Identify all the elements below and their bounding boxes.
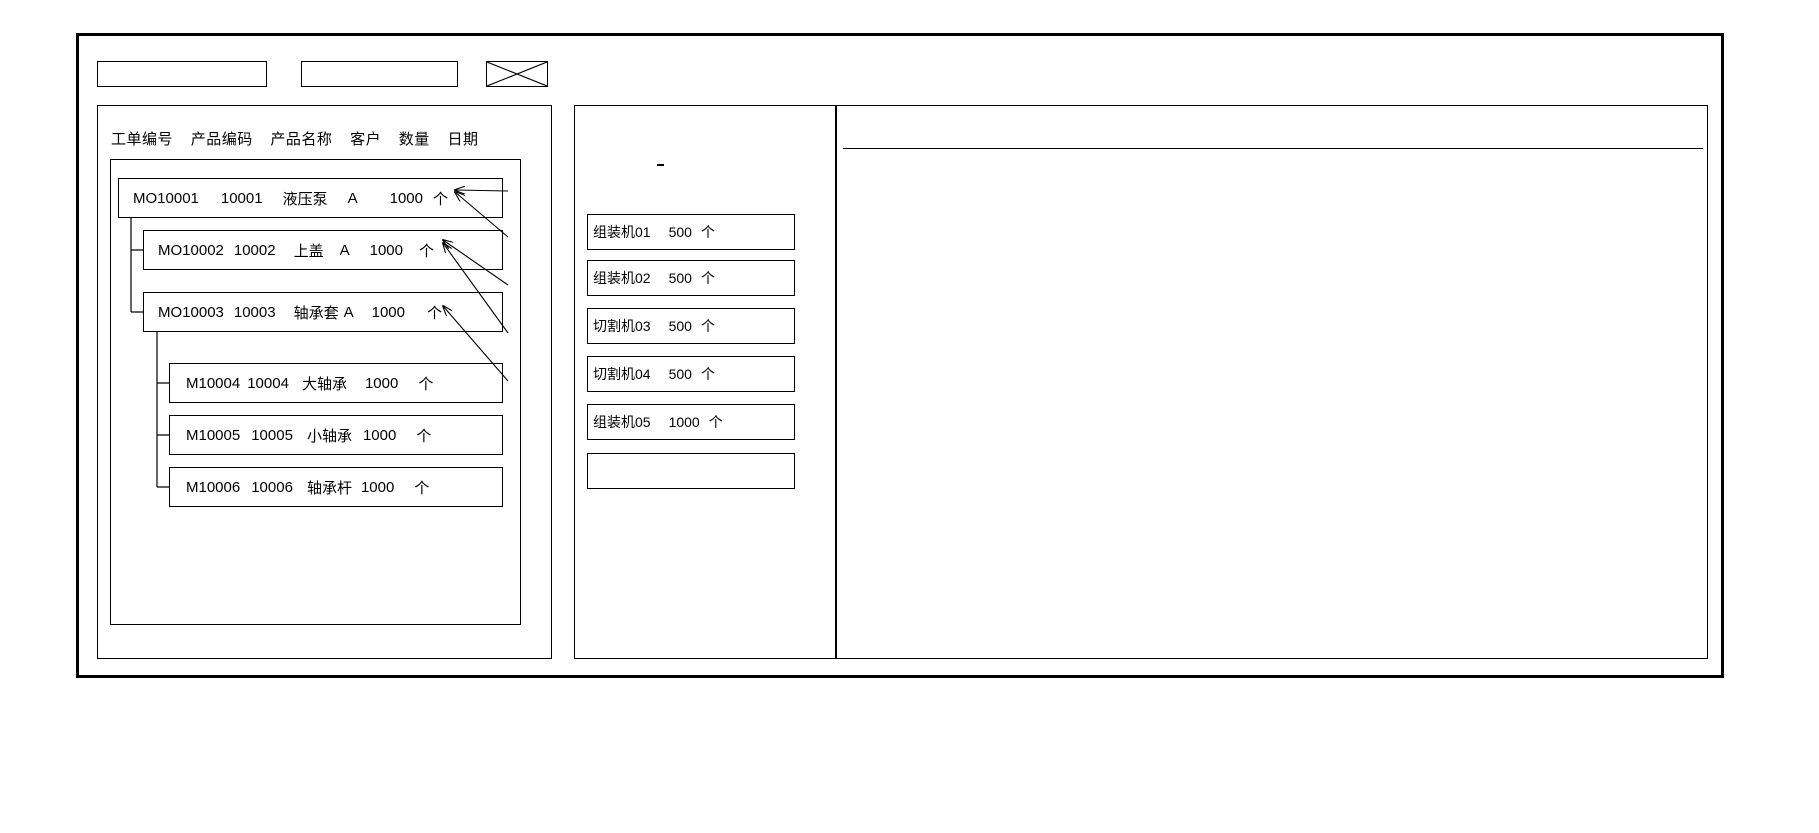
machine-row[interactable]: 组装机02 500 个 (587, 260, 795, 296)
machine-name: 组装机05 (593, 414, 651, 430)
work-order-row[interactable]: M10004 10004 大轴承 1000 个 (169, 363, 503, 403)
cell-customer: A (343, 303, 354, 321)
machine-quantity: 1000 (668, 414, 700, 430)
machine-quantity: 500 (668, 318, 692, 334)
cell-product-code: 10004 (247, 374, 289, 392)
cell-product-code: 10001 (220, 189, 263, 207)
machine-row[interactable]: 切割机04 500 个 (587, 356, 795, 392)
work-order-tree-container: MO10001 10001 液压泵 A 1000 个 MO10002 10002… (110, 159, 521, 625)
machine-panel: 组装机01 500 个 组装机02 500 个 切割机03 500 个 切割机0… (574, 105, 836, 659)
cell-order-no: M10004 (186, 374, 241, 392)
detail-table-header-rule (843, 148, 1703, 149)
work-order-row[interactable]: MO10003 10003 轴承套 A 1000 个 (143, 292, 503, 332)
cell-product-name: 轴承套 (293, 304, 339, 322)
cell-order-no: M10006 (186, 478, 241, 496)
dash-marker-icon (657, 164, 664, 166)
work-order-row[interactable]: M10005 10005 小轴承 1000 个 (169, 415, 503, 455)
cell-unit: 个 (418, 375, 434, 393)
cell-product-name: 轴承杆 (306, 479, 352, 497)
column-header-quantity: 数量 (398, 131, 430, 148)
machine-row[interactable]: 切割机03 500 个 (587, 308, 795, 344)
cell-order-no: MO10001 (133, 189, 199, 207)
cell-unit: 个 (416, 427, 432, 445)
cell-quantity: 1000 (389, 189, 423, 207)
cell-product-name: 液压泵 (282, 190, 328, 208)
work-order-row[interactable]: MO10001 10001 液压泵 A 1000 个 (118, 178, 503, 218)
machine-name: 切割机03 (593, 318, 651, 334)
cell-order-no: MO10002 (158, 241, 224, 259)
cell-quantity: 1000 (371, 303, 405, 321)
toolbar-field-2[interactable] (301, 61, 458, 87)
cell-product-name: 上盖 (293, 242, 324, 260)
machine-unit: 个 (708, 414, 723, 430)
cell-unit: 个 (414, 479, 430, 497)
cell-product-name: 小轴承 (306, 427, 352, 445)
machine-row[interactable]: 组装机05 1000 个 (587, 404, 795, 440)
crossed-box-icon[interactable] (486, 61, 548, 87)
cell-product-code: 10002 (233, 241, 276, 259)
cell-product-name: 大轴承 (301, 375, 347, 393)
crossed-box-icon-glyph (487, 62, 547, 86)
cell-customer: A (347, 189, 358, 207)
machine-name: 切割机04 (593, 366, 651, 382)
cell-order-no: M10005 (186, 426, 241, 444)
work-order-row[interactable]: M10006 10006 轴承杆 1000 个 (169, 467, 503, 507)
cell-unit: 个 (433, 190, 449, 208)
cell-customer: A (339, 241, 350, 259)
cell-order-no: MO10003 (158, 303, 224, 321)
column-header-product-name: 产品名称 (270, 131, 333, 148)
column-header-order-no: 工单编号 (111, 131, 174, 148)
machine-quantity: 500 (668, 366, 692, 382)
cell-quantity: 1000 (364, 374, 399, 392)
work-order-column-headers: 工单编号 产品编码 产品名称 客户 数量 日期 (111, 128, 478, 149)
machine-quantity: 500 (668, 270, 692, 286)
app-window: 工单编号 产品编码 产品名称 客户 数量 日期 MO10001 10001 液压… (76, 33, 1724, 678)
column-header-date: 日期 (447, 131, 479, 148)
toolbar-field-1[interactable] (97, 61, 267, 87)
cell-unit: 个 (427, 304, 443, 322)
machine-name: 组装机02 (593, 270, 651, 286)
column-header-customer: 客户 (350, 131, 382, 148)
cell-quantity: 1000 (360, 478, 395, 496)
cell-product-code: 10005 (251, 426, 293, 444)
machine-row-empty[interactable] (587, 453, 795, 489)
work-order-panel: 工单编号 产品编码 产品名称 客户 数量 日期 MO10001 10001 液压… (97, 105, 552, 659)
cell-quantity: 1000 (369, 241, 403, 259)
cell-product-code: 10003 (233, 303, 276, 321)
machine-name: 组装机01 (593, 224, 651, 240)
machine-unit: 个 (700, 224, 715, 240)
work-order-row[interactable]: MO10002 10002 上盖 A 1000 个 (143, 230, 503, 270)
column-header-product-code: 产品编码 (190, 131, 253, 148)
machine-row[interactable]: 组装机01 500 个 (587, 214, 795, 250)
machine-unit: 个 (700, 270, 715, 286)
cell-unit: 个 (419, 242, 435, 260)
cell-quantity: 1000 (362, 426, 397, 444)
machine-unit: 个 (700, 318, 715, 334)
cell-product-code: 10006 (251, 478, 293, 496)
machine-quantity: 500 (668, 224, 692, 240)
machine-unit: 个 (700, 366, 715, 382)
detail-panel (836, 105, 1708, 659)
